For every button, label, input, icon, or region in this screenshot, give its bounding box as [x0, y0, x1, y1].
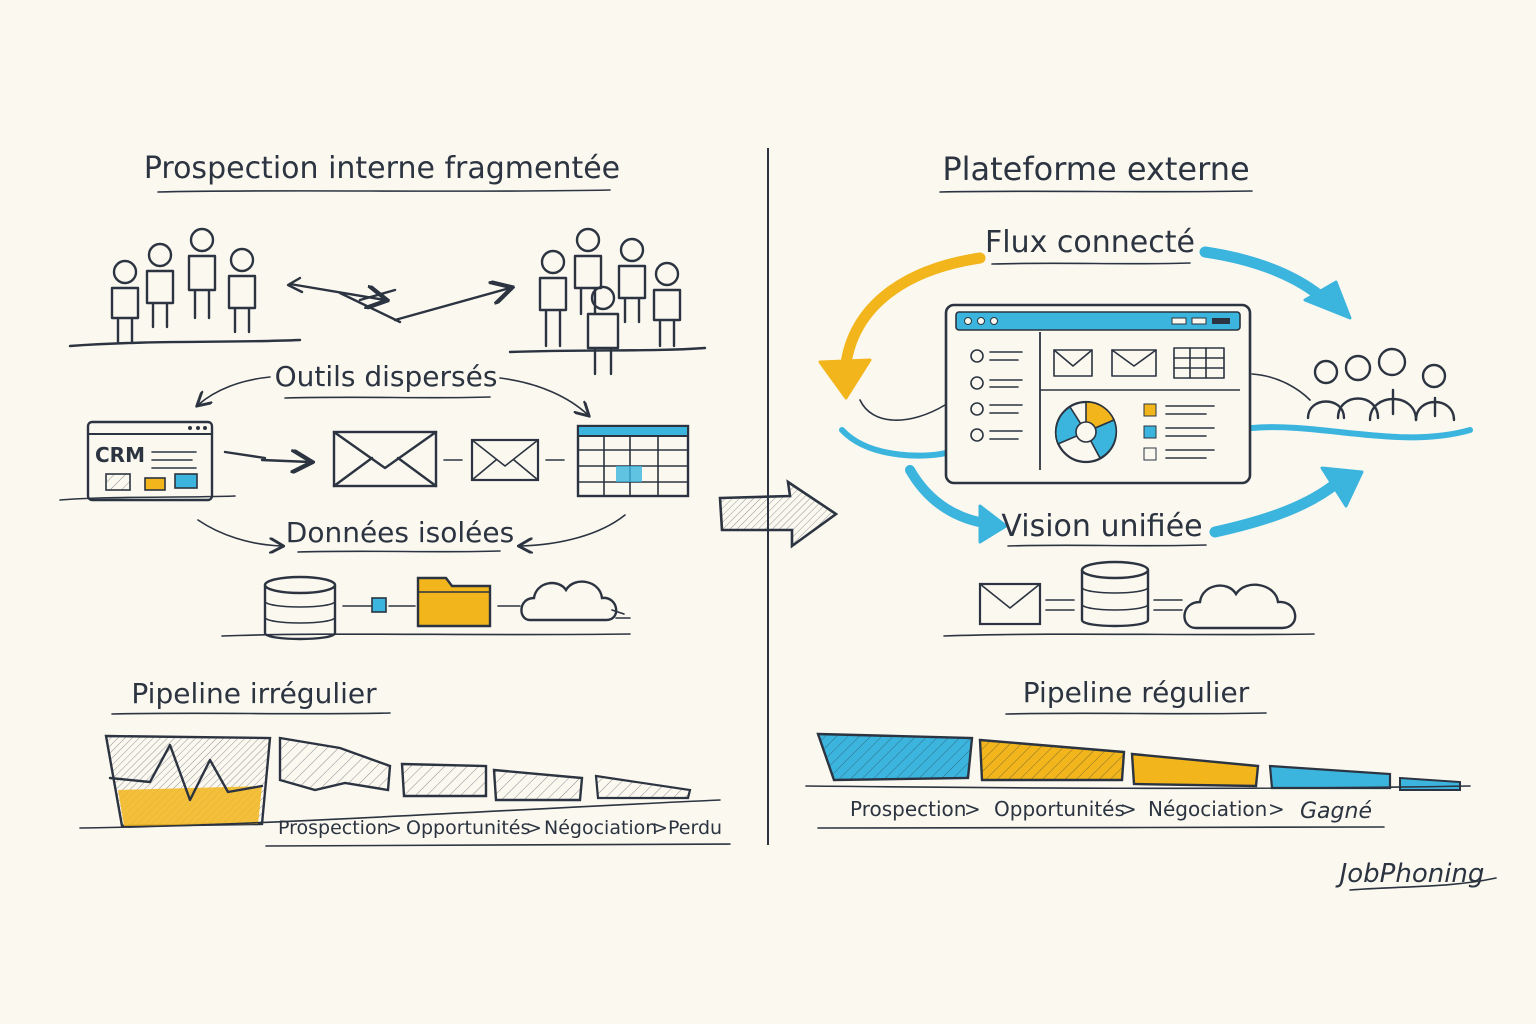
left-stage-prospection: Prospection	[278, 817, 389, 839]
left-stage-perdu: Perdu	[668, 817, 722, 839]
left-pipeline-title: Pipeline irrégulier	[131, 677, 377, 710]
dashboard-window-icon	[944, 303, 1252, 485]
stage-separator: >	[526, 817, 542, 839]
folder-icon	[416, 576, 492, 628]
envelope-icon	[978, 582, 1042, 626]
tools-label: Outils dispersés	[275, 360, 498, 393]
database-icon	[263, 575, 337, 641]
spreadsheet-icon	[576, 424, 690, 498]
data-label: Données isolées	[286, 516, 514, 549]
right-title: Plateforme externe	[942, 150, 1249, 188]
envelope-icon	[470, 438, 540, 482]
link-node	[371, 597, 387, 613]
right-stage-negociation: Négociation	[1148, 797, 1267, 821]
people-group-icon	[68, 227, 302, 348]
crm-window-icon: CRM	[59, 420, 236, 502]
stage-separator: >	[386, 817, 402, 839]
pie-chart-icon	[1054, 400, 1118, 464]
database-icon	[1080, 560, 1150, 628]
people-group-icon	[1306, 347, 1456, 422]
left-pipeline-stages: Prospection > Opportunités > Négociation…	[265, 817, 731, 847]
right-pipeline-stages: Prospection > Opportunités > Négociation…	[817, 797, 1385, 829]
brand-logo: JobPhoning	[1335, 859, 1485, 889]
stage-separator: >	[652, 817, 668, 839]
big-transition-arrow-icon	[718, 479, 839, 549]
cloud-icon	[1183, 583, 1297, 630]
crossed-arrows-icon	[286, 276, 510, 324]
right-panel: Plateforme externe Flux connecté	[805, 150, 1497, 891]
flow-arrow-blue-right	[1209, 476, 1344, 538]
stage-separator: >	[1120, 797, 1137, 821]
right-stage-opportunites: Opportunités	[994, 797, 1125, 821]
right-stage-gagne: Gagné	[1300, 799, 1372, 824]
left-panel: Prospection interne fragmentée Outils	[59, 151, 731, 847]
stage-separator: >	[964, 797, 981, 821]
left-pipeline-bars	[79, 734, 721, 829]
vision-label: Vision unifiée	[1001, 509, 1202, 544]
flow-arrow-blue-top	[1199, 246, 1331, 306]
envelope-icon	[332, 430, 438, 488]
people-group-icon	[508, 227, 707, 376]
crm-label: CRM	[95, 443, 145, 467]
right-pipeline-bars	[805, 732, 1471, 791]
left-stage-opportunites: Opportunités	[406, 817, 530, 839]
left-title: Prospection interne fragmentée	[144, 151, 620, 186]
stage-separator: >	[1268, 797, 1285, 821]
right-stage-prospection: Prospection	[850, 797, 966, 821]
right-pipeline-title: Pipeline régulier	[1023, 676, 1250, 709]
flow-label: Flux connecté	[985, 225, 1195, 260]
left-title-underline	[157, 189, 611, 193]
left-stage-negociation: Négociation	[544, 817, 657, 839]
flow-arrow-yellow	[839, 252, 986, 378]
cloud-icon	[520, 580, 631, 622]
